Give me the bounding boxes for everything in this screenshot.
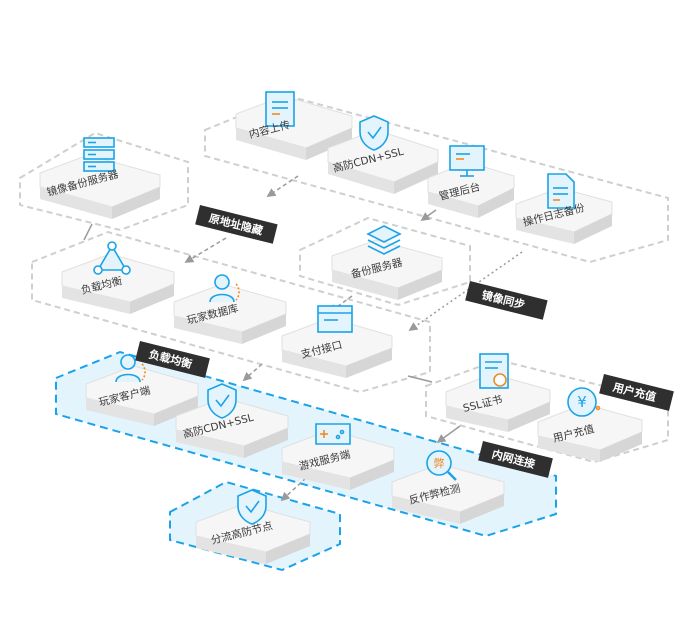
tag-recharge: 用户充值: [599, 374, 674, 411]
gamepad-icon: [315, 423, 351, 445]
user-icon: [209, 274, 240, 303]
group-middle-row: [31, 230, 431, 394]
anti-cheat-glyph: 弊: [434, 457, 445, 470]
connector-admin-to-backup: [420, 209, 437, 222]
box-player-db[interactable]: [173, 283, 287, 344]
box-load-balance[interactable]: [61, 253, 175, 314]
connector-ssl-to-anti: [436, 425, 461, 444]
layers-icon: [366, 225, 402, 255]
tag-origin-hide: 原地址隐藏: [195, 205, 278, 244]
box-op-log-backup[interactable]: [515, 187, 613, 244]
connector-origin-to-lb: [184, 237, 227, 263]
monitor-icon: [449, 145, 485, 177]
connector-pay-to-cdn: [242, 363, 263, 382]
connector-game-to-split: [280, 477, 307, 502]
box-ssl-cert[interactable]: [445, 373, 551, 432]
box-user-recharge[interactable]: [537, 403, 643, 462]
shield-check-icon: [359, 115, 389, 151]
box-player-client[interactable]: [85, 365, 199, 426]
tag-mirror-sync: 镜像同步: [465, 281, 548, 320]
connector-cdn-to-origin: [266, 175, 299, 197]
box-mirror-backup[interactable]: [39, 154, 161, 219]
yen-coin-icon: ¥: [567, 387, 601, 417]
connector-mirror-to-lb: [83, 223, 93, 241]
box-payment-api[interactable]: [281, 317, 393, 378]
box-admin-backend[interactable]: [427, 161, 515, 218]
shield-check-icon: [207, 383, 237, 419]
file-icon: [547, 173, 575, 209]
yen-glyph: ¥: [577, 393, 587, 411]
boxes: [39, 95, 643, 564]
box-game-server[interactable]: [281, 429, 395, 490]
box-cdn-ssl-top[interactable]: [327, 129, 439, 194]
group-top-row: [204, 94, 669, 264]
box-backup-server[interactable]: [331, 239, 443, 300]
window-icon: [317, 305, 353, 333]
icons: 弊 ¥: [83, 91, 601, 525]
group-backup-server: [299, 216, 471, 307]
certificate-icon: [479, 353, 509, 389]
magnifier-icon: 弊: [426, 450, 457, 481]
group-mirror-backup: [19, 131, 189, 232]
connector-pay-to-ssl: [407, 375, 433, 383]
server-stack-icon: [83, 137, 115, 172]
network-triangle-icon: [93, 241, 131, 275]
shield-check-icon: [237, 489, 267, 525]
box-split-node[interactable]: [195, 503, 311, 564]
document-icon: [265, 91, 295, 127]
group-payment: [425, 358, 669, 464]
box-anti-cheat[interactable]: [391, 463, 505, 524]
user-icon: [115, 354, 146, 383]
